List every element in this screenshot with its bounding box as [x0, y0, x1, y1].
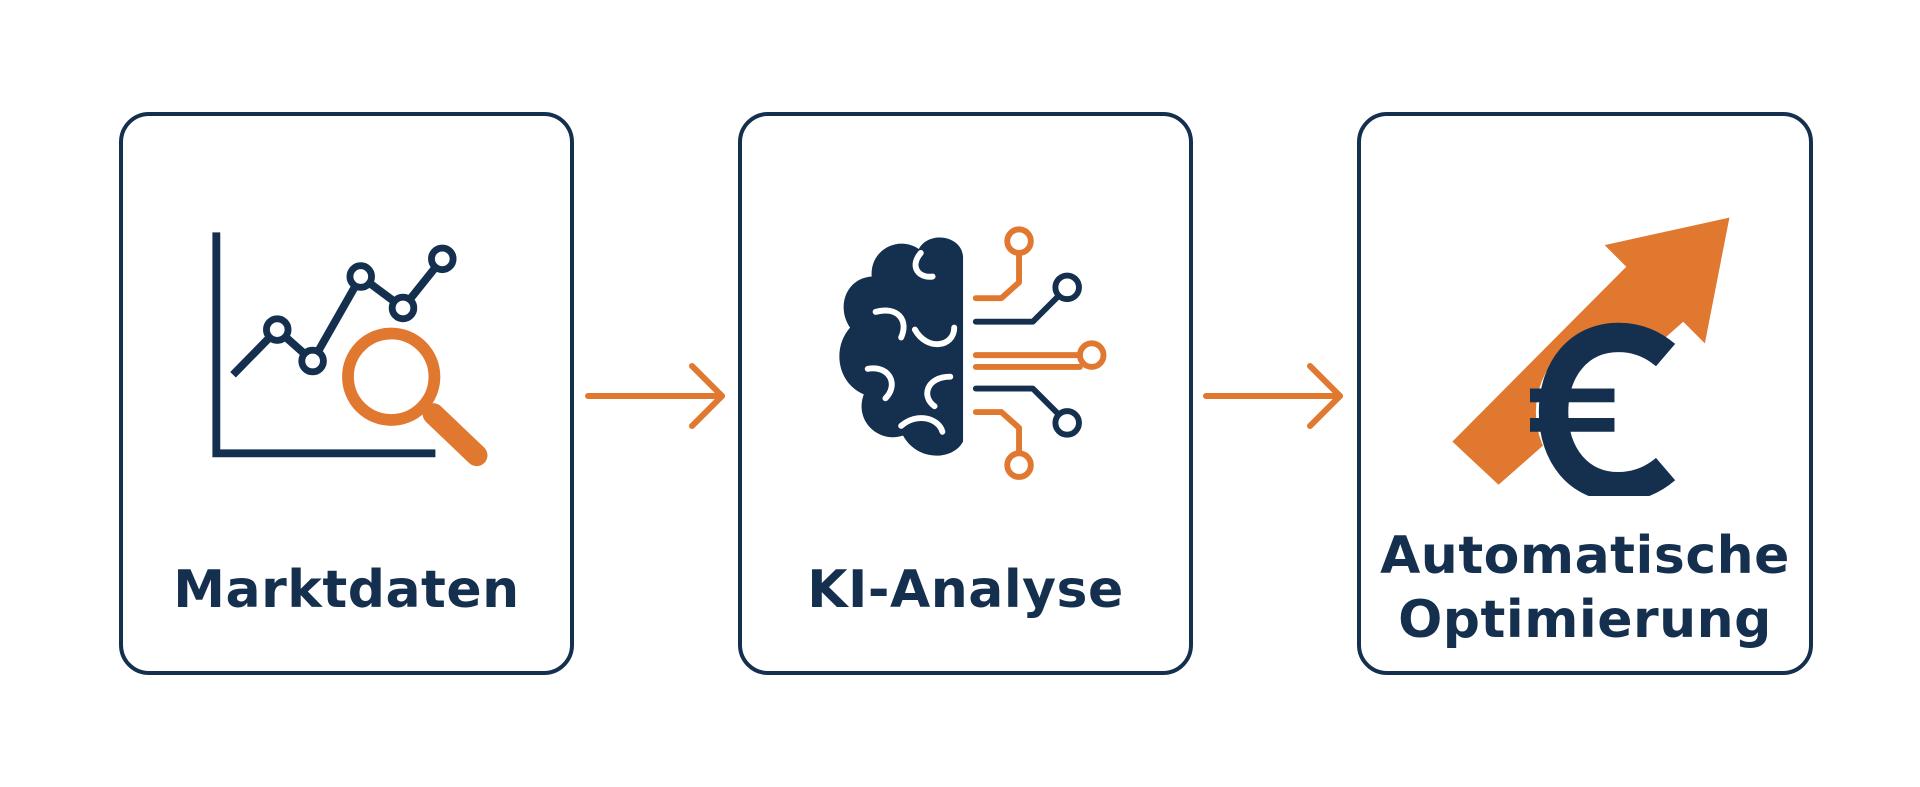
- arrow-right-icon: [585, 363, 725, 429]
- ai-brain-circuit-icon: [839, 226, 1107, 480]
- euro-growth-arrow-icon: [1452, 217, 1730, 496]
- step-label-marktdaten: Marktdaten: [173, 560, 520, 620]
- step-label-automatische-optimierung: Automatische Optimierung: [1380, 526, 1790, 650]
- step-card-automatische-optimierung: Automatische Optimierung: [1357, 112, 1813, 675]
- chart-magnifier-icon: [212, 232, 488, 467]
- step-label-ki-analyse: KI-Analyse: [807, 560, 1124, 620]
- step-card-marktdaten: Marktdaten: [119, 112, 574, 675]
- arrow-right-icon: [1203, 363, 1343, 429]
- step-card-ki-analyse: KI-Analyse: [738, 112, 1193, 675]
